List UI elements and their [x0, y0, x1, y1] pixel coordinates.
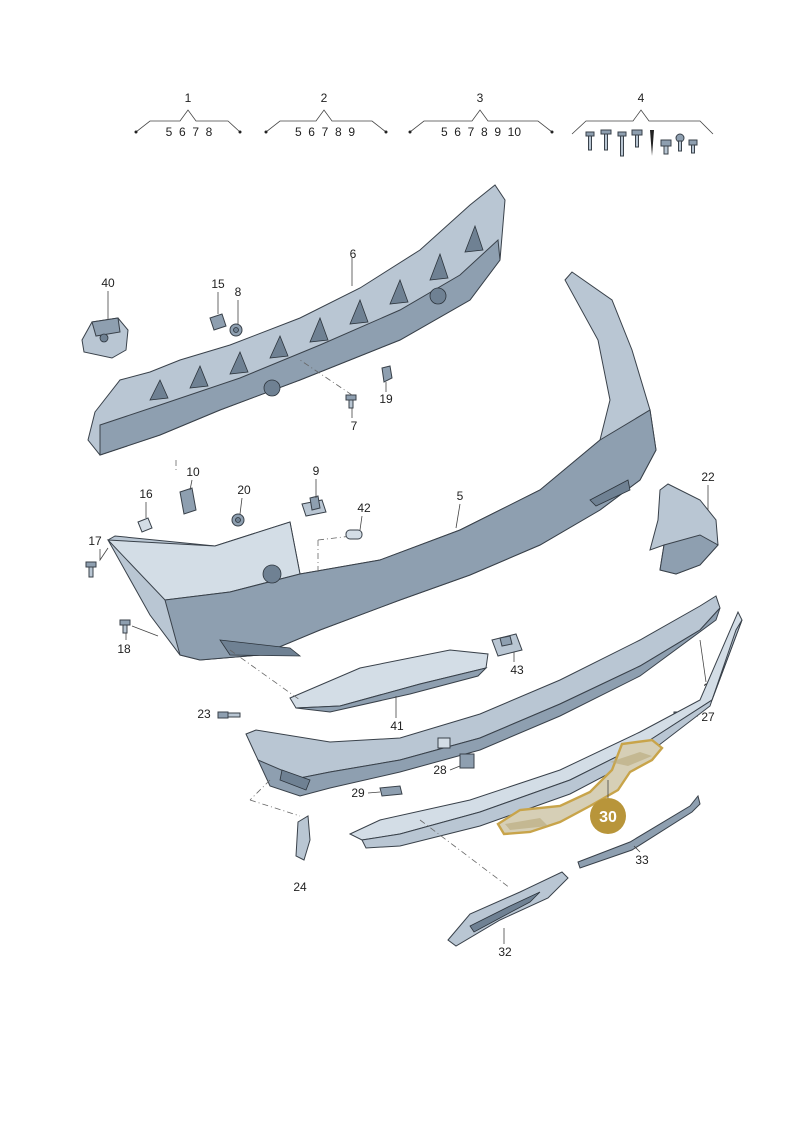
part-19-clip[interactable]: [381, 365, 393, 383]
label-16: 16: [139, 487, 153, 501]
group-3[interactable]: 3 5 6 7 8 9 10: [408, 91, 554, 139]
label-32: 32: [498, 945, 512, 959]
part-17-screw[interactable]: [85, 561, 97, 578]
label-22: 22: [701, 470, 715, 484]
group-4[interactable]: 4: [571, 91, 714, 157]
group-2-bracket: [265, 109, 387, 133]
part-43-bracket[interactable]: [491, 633, 523, 657]
label-7: 7: [351, 419, 358, 433]
label-18: 18: [117, 642, 131, 656]
group-4-number: 4: [638, 91, 645, 105]
group-3-bracket: [409, 109, 553, 133]
label-19: 19: [379, 392, 393, 406]
group-3-includes: 5 6 7 8 9 10: [441, 125, 521, 139]
part-7-screw[interactable]: [345, 394, 357, 409]
group-2-includes: 5 6 7 8 9: [295, 125, 355, 139]
label-27: 27: [701, 710, 715, 724]
label-30: 30: [599, 809, 617, 826]
group-1-includes: 5 6 7 8: [166, 125, 213, 139]
part-41-reflector-trim[interactable]: [289, 649, 489, 713]
label-10: 10: [186, 465, 200, 479]
part-40-bracket[interactable]: [81, 317, 129, 359]
group-1-number: 1: [185, 91, 192, 105]
label-41: 41: [390, 719, 404, 733]
label-8: 8: [235, 285, 242, 299]
part-16-clip[interactable]: [137, 517, 153, 533]
part-30-highlighted-insert[interactable]: 30: [496, 738, 664, 836]
label-29: 29: [351, 786, 365, 800]
part-28-bracket[interactable]: [459, 753, 475, 769]
part-8-clip[interactable]: [229, 323, 243, 337]
group-2[interactable]: 2 5 6 7 8 9: [264, 91, 388, 139]
label-24: 24: [293, 880, 307, 894]
label-42: 42: [357, 501, 371, 515]
part-33-trim-strip[interactable]: [577, 794, 701, 869]
label-20: 20: [237, 483, 251, 497]
label-17: 17: [88, 534, 102, 548]
label-9: 9: [313, 464, 320, 478]
part-15-nut[interactable]: [209, 313, 227, 331]
part-32-tailpipe-trim[interactable]: [447, 871, 569, 947]
part-24-support[interactable]: [295, 815, 311, 861]
callout-badge-30: [590, 798, 626, 834]
label-6: 6: [350, 247, 357, 261]
label-15: 15: [211, 277, 225, 291]
label-43: 43: [510, 663, 524, 677]
group-1[interactable]: 1 5 6 7 8: [134, 91, 242, 139]
label-23: 23: [197, 707, 211, 721]
part-5-bumper-cover[interactable]: [106, 271, 657, 661]
part-26-lower-trim[interactable]: [245, 595, 721, 797]
label-33: 33: [635, 853, 649, 867]
group-4-bracket: [571, 109, 714, 135]
part-9-bracket[interactable]: [301, 495, 327, 517]
label-28: 28: [433, 763, 447, 777]
group-2-number: 2: [321, 91, 328, 105]
part-18-screw[interactable]: [119, 619, 131, 634]
diffuser-panel[interactable]: [348, 610, 743, 849]
group-3-number: 3: [477, 91, 484, 105]
part-29-clip[interactable]: [379, 785, 403, 797]
part-23-screw[interactable]: [217, 711, 241, 719]
part-22-side-cover[interactable]: [649, 483, 719, 575]
label-5: 5: [457, 489, 464, 503]
fastener-set-icon: [585, 129, 698, 157]
part-42-plug[interactable]: [345, 529, 363, 540]
part-10-holder[interactable]: [179, 487, 197, 515]
part-6-bumper-carrier[interactable]: [87, 184, 506, 456]
group-1-bracket: [135, 109, 241, 133]
label-40: 40: [101, 276, 115, 290]
part-20-grommet[interactable]: [231, 513, 245, 527]
